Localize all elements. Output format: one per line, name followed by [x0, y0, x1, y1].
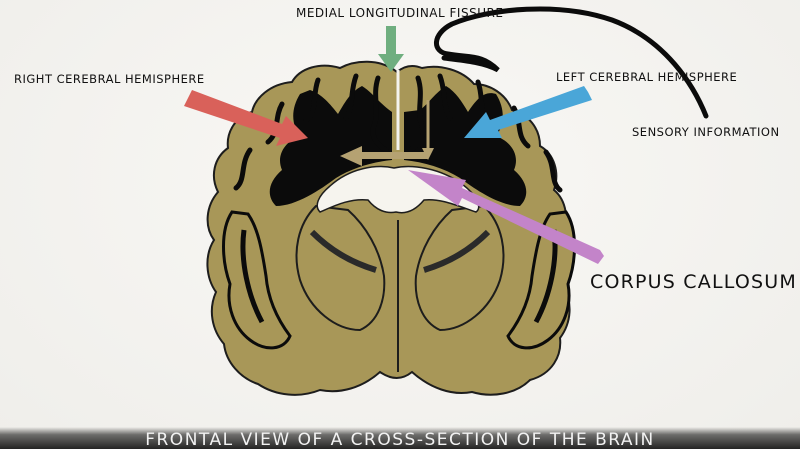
label-right-cerebral-hemisphere: Right cerebral hemisphere [14, 72, 205, 86]
arrow-corpus-callosum [408, 170, 604, 264]
brain-cross-section [206, 60, 576, 396]
internal-capsule-left [423, 229, 491, 273]
white-matter-left [404, 86, 527, 206]
temporal-lobe-left [506, 210, 576, 350]
internal-capsule-right [309, 229, 377, 273]
label-left-cerebral-hemisphere: Left cerebral hemisphere [556, 70, 738, 84]
label-corpus-callosum: Corpus callosum [590, 271, 797, 293]
corpus-callosum-crossing [340, 100, 434, 166]
white-matter-right [269, 86, 392, 206]
arrow-medial-fissure [378, 26, 404, 72]
sensory-curve [434, 6, 709, 119]
caption-bar [0, 427, 800, 449]
label-sensory-information: Sensory information [632, 125, 780, 139]
temporal-lobe-right [222, 210, 292, 350]
caption-text: Frontal view of a cross-section of the b… [145, 430, 655, 449]
label-medial-longitudinal-fissure: Medial longitudinal fissure [296, 6, 504, 20]
arrow-left-hemisphere [464, 86, 592, 138]
arrow-right-hemisphere [184, 90, 308, 146]
temporal-fold-right [240, 229, 265, 324]
